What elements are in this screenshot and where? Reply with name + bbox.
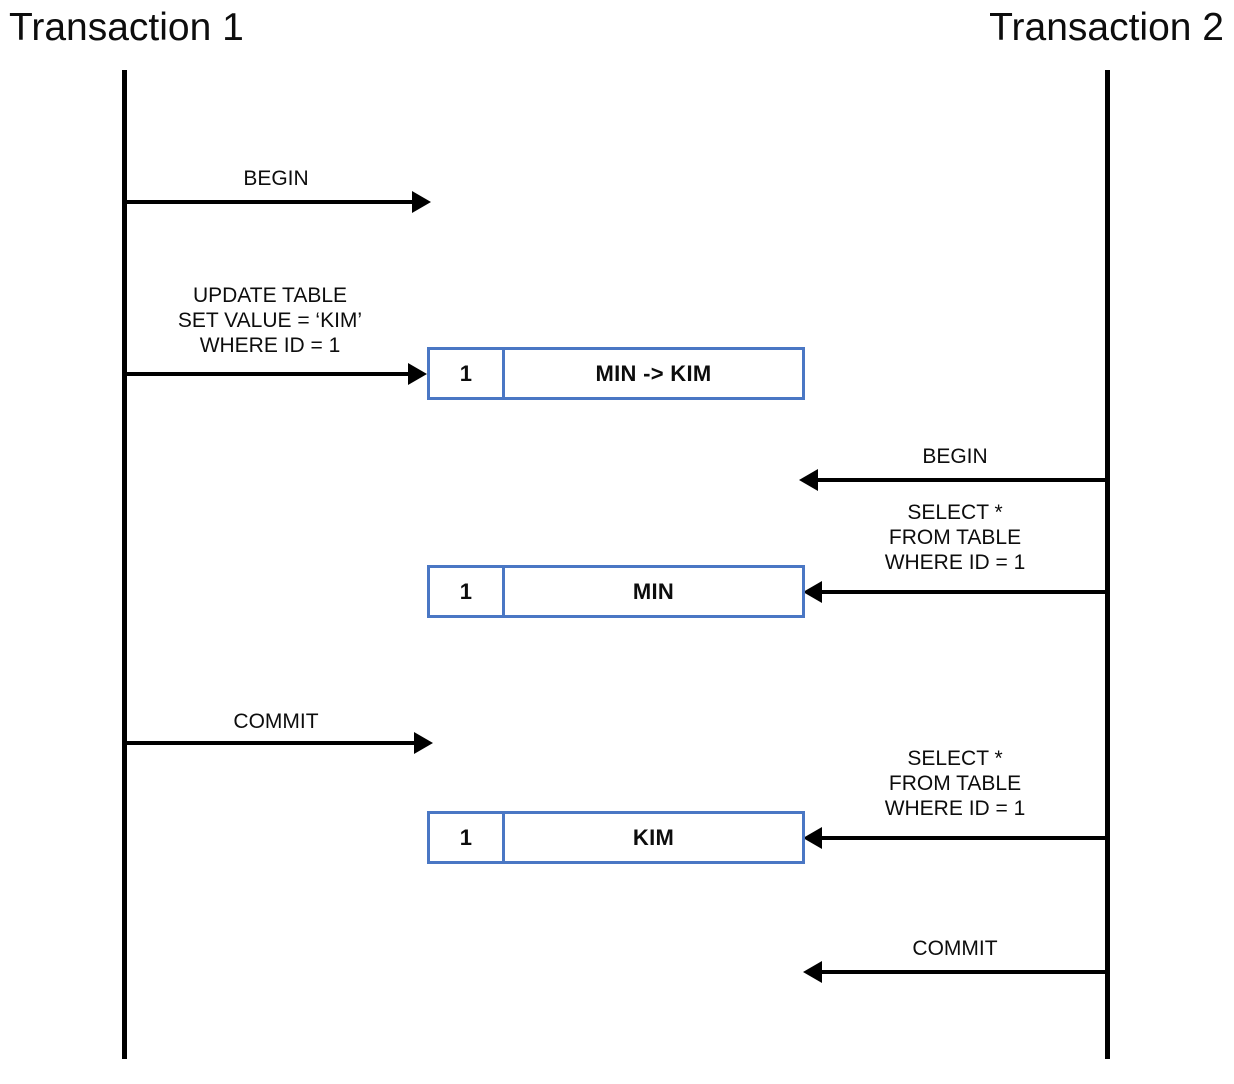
record-box-min-to-kim: 1 MIN -> KIM	[427, 347, 805, 400]
lifeline-transaction-1	[122, 70, 127, 1059]
message-line-commit-t2	[820, 970, 1107, 974]
message-label-begin-t2: BEGIN	[922, 445, 988, 468]
message-line-update-table	[124, 372, 410, 376]
arrow-head-right-icon	[414, 732, 433, 754]
record-cell-value: MIN -> KIM	[595, 360, 712, 386]
record-cell-value: KIM	[632, 824, 675, 850]
message-line-select-kim	[820, 836, 1107, 840]
lifeline-title-transaction-2: Transaction 2	[989, 6, 1224, 49]
message-line-begin-t1	[124, 200, 414, 204]
arrow-head-left-icon	[803, 581, 822, 603]
arrow-head-left-icon	[803, 827, 822, 849]
record-box-kim: 1 KIM	[427, 811, 805, 864]
message-label-begin-t1: BEGIN	[243, 167, 309, 190]
message-line-begin-t2	[816, 478, 1107, 482]
lifeline-title-transaction-1: Transaction 1	[9, 6, 244, 49]
message-line-select-min	[820, 590, 1107, 594]
record-cell-id: 1	[430, 350, 505, 397]
record-cell-id: 1	[430, 568, 505, 615]
lifeline-transaction-2	[1105, 70, 1110, 1059]
message-label-select-kim: SELECT * FROM TABLE WHERE ID = 1	[884, 747, 1026, 820]
arrow-head-left-icon	[799, 469, 818, 491]
record-box-min: 1 MIN	[427, 565, 805, 618]
arrow-head-right-icon	[408, 363, 427, 385]
arrow-head-left-icon	[803, 961, 822, 983]
message-label-select-min: SELECT * FROM TABLE WHERE ID = 1	[884, 501, 1026, 574]
record-cell-value: MIN	[632, 578, 675, 604]
record-cell-id: 1	[430, 814, 505, 861]
message-label-commit-t2: COMMIT	[912, 937, 998, 960]
arrow-head-right-icon	[412, 191, 431, 213]
message-label-update-table: UPDATE TABLE SET VALUE = ‘KIM’ WHERE ID …	[177, 284, 363, 357]
message-label-commit-t1: COMMIT	[233, 710, 319, 733]
message-line-commit-t1	[124, 741, 416, 745]
